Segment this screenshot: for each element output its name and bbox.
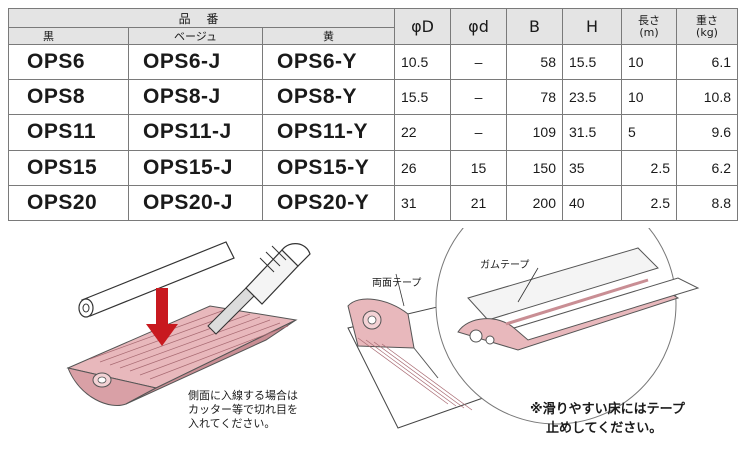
cell-inner-diameter: 21 [450, 184, 507, 222]
part-number-header: 品 番 [8, 8, 395, 28]
spec-table: 品 番 φD φd B H 長さ (m) 重さ (kg) 黒 ベージュ 黄 OP… [8, 8, 738, 222]
code-yellow: OPS6-Y [262, 43, 395, 81]
cell-weight: 9.6 [676, 114, 738, 151]
cell-height: 40 [562, 184, 622, 222]
cell-outer-diameter: 26 [394, 149, 451, 186]
double-tape-label: 両面テープ [372, 278, 422, 289]
cell-inner-diameter: 15 [450, 149, 507, 186]
table-row: OPS6 OPS6-J OPS6-Y 10.5 – 58 15.5 10 6.1 [8, 43, 738, 81]
cell-outer-diameter: 10.5 [394, 43, 451, 81]
cable-icon [78, 241, 235, 318]
cell-inner-diameter: – [450, 114, 507, 151]
code-black: OPS6 [8, 43, 129, 81]
code-black: OPS11 [8, 114, 129, 151]
cell-outer-diameter: 15.5 [394, 79, 451, 116]
length-unit: (m) [639, 25, 659, 39]
cell-inner-diameter: – [450, 43, 507, 81]
cell-height: 15.5 [562, 43, 622, 81]
weight-header: 重さ (kg) [676, 8, 738, 45]
cell-weight: 8.8 [676, 184, 738, 222]
weight-label: 重さ [696, 13, 718, 27]
cell-width: 58 [506, 43, 563, 81]
length-label: 長さ [638, 13, 660, 27]
code-beige: OPS11-J [128, 114, 263, 151]
length-header: 長さ (m) [621, 8, 677, 45]
side-entry-note: 側面に入線する場合は カッター等で切れ目を 入れてください。 [188, 389, 298, 431]
slippery-line-1: ※滑りやすい床にはテープ [530, 402, 685, 417]
cable-protector-icon [66, 305, 298, 406]
gum-tape-label: ガムテープ [480, 260, 530, 271]
cell-weight: 6.2 [676, 149, 738, 186]
cell-width: 200 [506, 184, 563, 222]
cell-outer-diameter: 22 [394, 114, 451, 151]
code-yellow: OPS15-Y [262, 149, 395, 186]
side-entry-line-2: カッター等で切れ目を [188, 403, 298, 416]
slippery-line-2: 止めしてください。 [546, 421, 663, 436]
code-beige: OPS8-J [128, 79, 263, 116]
cell-length: 10 [621, 43, 677, 81]
cell-width: 78 [506, 79, 563, 116]
double-tape-protector-icon [347, 298, 473, 411]
cell-outer-diameter: 31 [394, 184, 451, 222]
code-yellow: OPS8-Y [262, 79, 395, 116]
cell-width: 109 [506, 114, 563, 151]
color-header-beige: ベージュ [128, 27, 263, 45]
cell-height: 35 [562, 149, 622, 186]
width-header: B [506, 8, 563, 45]
cell-length: 2.5 [621, 184, 677, 222]
cell-weight: 10.8 [676, 79, 738, 116]
table-row: OPS8 OPS8-J OPS8-Y 15.5 – 78 23.5 10 10.… [8, 79, 738, 116]
inner-diameter-header: φd [450, 8, 507, 45]
outer-diameter-header: φD [394, 8, 451, 45]
insert-arrow-icon [146, 288, 178, 346]
cell-length: 5 [621, 114, 677, 151]
cell-height: 23.5 [562, 79, 622, 116]
cell-length: 10 [621, 79, 677, 116]
code-black: OPS8 [8, 79, 129, 116]
code-yellow: OPS20-Y [262, 184, 395, 222]
cutter-knife-icon [207, 243, 311, 335]
tape-fixing-illustration [347, 228, 700, 429]
table-row: OPS11 OPS11-J OPS11-Y 22 – 109 31.5 5 9.… [8, 114, 738, 151]
code-beige: OPS15-J [128, 149, 263, 186]
gum-tape-protector-icon [457, 247, 700, 351]
installation-illustrations: 側面に入線する場合は カッター等で切れ目を 入れてください。 [0, 228, 750, 450]
cell-width: 150 [506, 149, 563, 186]
code-black: OPS15 [8, 149, 129, 186]
weight-unit: (kg) [696, 25, 718, 39]
side-entry-line-3: 入れてください。 [188, 417, 276, 430]
code-beige: OPS20-J [128, 184, 263, 222]
code-black: OPS20 [8, 184, 129, 222]
slippery-floor-note: ※滑りやすい床にはテープ 止めしてください。 [530, 400, 685, 438]
cell-inner-diameter: – [450, 79, 507, 116]
color-header-yellow: 黄 [262, 27, 395, 45]
table-row: OPS20 OPS20-J OPS20-Y 31 21 200 40 2.5 8… [8, 184, 738, 222]
cell-length: 2.5 [621, 149, 677, 186]
color-header-black: 黒 [8, 27, 129, 45]
code-yellow: OPS11-Y [262, 114, 395, 151]
cutter-illustration [66, 241, 311, 406]
table-row: OPS15 OPS15-J OPS15-Y 26 15 150 35 2.5 6… [8, 149, 738, 186]
side-entry-line-1: 側面に入線する場合は [188, 389, 298, 402]
cell-height: 31.5 [562, 114, 622, 151]
cell-weight: 6.1 [676, 43, 738, 81]
code-beige: OPS6-J [128, 43, 263, 81]
height-header: H [562, 8, 622, 45]
